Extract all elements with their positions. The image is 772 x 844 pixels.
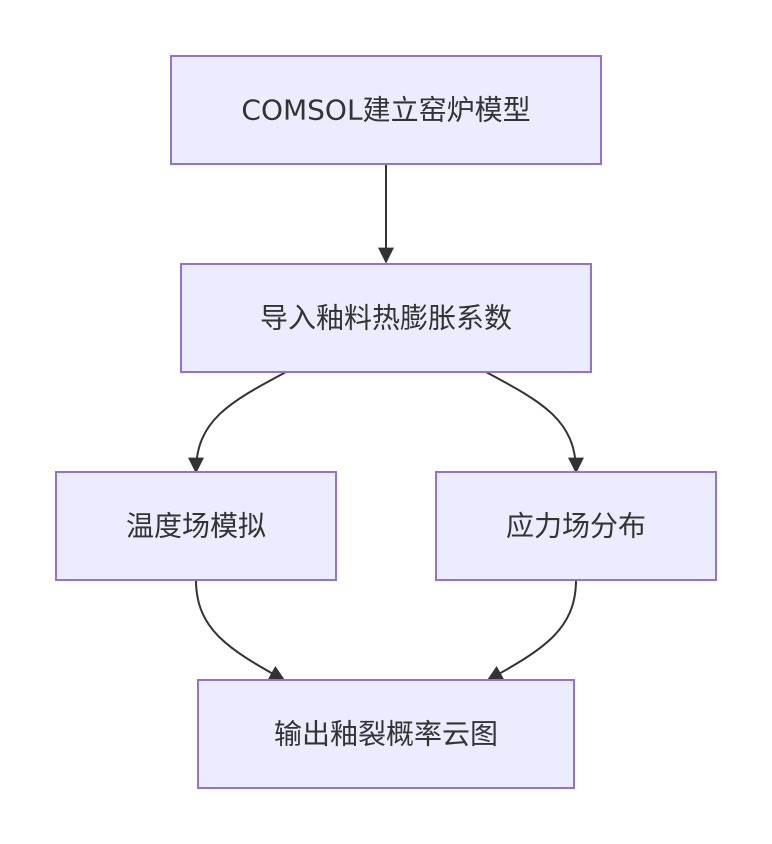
node-build-kiln-model: COMSOL建立窑炉模型 (170, 55, 602, 165)
node-label: 应力场分布 (506, 510, 646, 543)
edges (188, 164, 584, 681)
node-label: COMSOL建立窑炉模型 (241, 94, 530, 127)
node-label: 温度场模拟 (126, 510, 266, 543)
node-temperature-field-sim: 温度场模拟 (55, 471, 337, 581)
node-import-glaze-expansion: 导入釉料热膨胀系数 (180, 263, 592, 373)
edge-n3-n5 (195, 579, 286, 681)
edge-n2-n4 (485, 371, 584, 474)
node-stress-field-distribution: 应力场分布 (435, 471, 717, 581)
node-box (180, 263, 592, 373)
node-box (55, 471, 337, 581)
node-box (435, 471, 717, 581)
edge-n4-n5 (486, 579, 577, 681)
node-output-crack-probability-map: 输出釉裂概率云图 (197, 679, 575, 789)
node-box (197, 679, 575, 789)
node-box (170, 55, 602, 165)
node-label: 输出釉裂概率云图 (274, 718, 498, 751)
edge-n2-n3 (188, 371, 287, 474)
node-label: 导入釉料热膨胀系数 (260, 302, 512, 335)
